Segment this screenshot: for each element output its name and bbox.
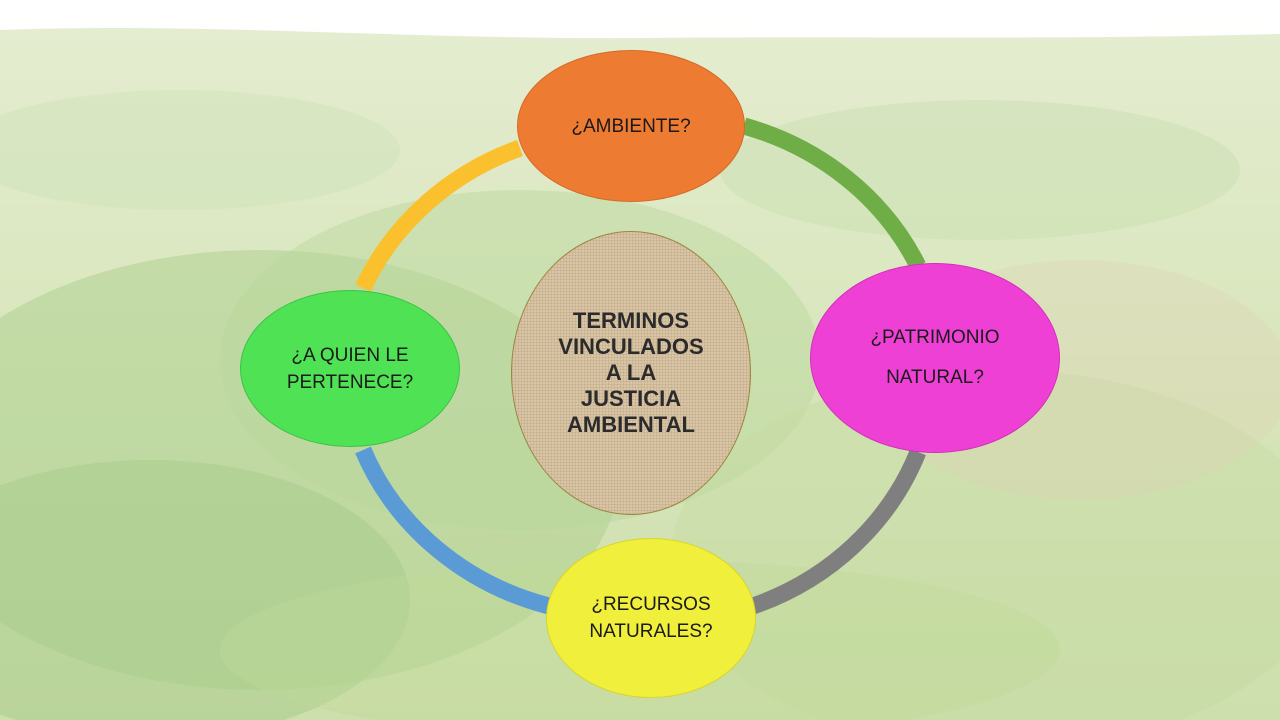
node-a-quien-le-pertenece-label: ¿A QUIEN LE PERTENECE?	[286, 344, 414, 393]
center-node-label: TERMINOS VINCULADOS A LA JUSTICIA AMBIEN…	[558, 308, 704, 437]
node-a-quien-le-pertenece: ¿A QUIEN LE PERTENECE?	[240, 290, 460, 447]
connector-left-top	[355, 139, 523, 292]
node-ambiente-label: ¿AMBIENTE?	[571, 115, 691, 137]
node-recursos-naturales: ¿RECURSOS NATURALES?	[546, 538, 756, 698]
node-ambiente: ¿AMBIENTE?	[517, 50, 745, 202]
connector-bottom-left	[355, 446, 552, 615]
node-recursos-naturales-label: ¿RECURSOS NATURALES?	[589, 594, 713, 642]
center-node: TERMINOS VINCULADOS A LA JUSTICIA AMBIEN…	[511, 231, 751, 515]
node-patrimonio-natural: ¿PATRIMONIO NATURAL?	[810, 263, 1060, 453]
connector-top-right	[741, 117, 926, 270]
node-patrimonio-natural-label: ¿PATRIMONIO NATURAL?	[870, 327, 1000, 388]
connector-right-bottom	[750, 448, 926, 615]
